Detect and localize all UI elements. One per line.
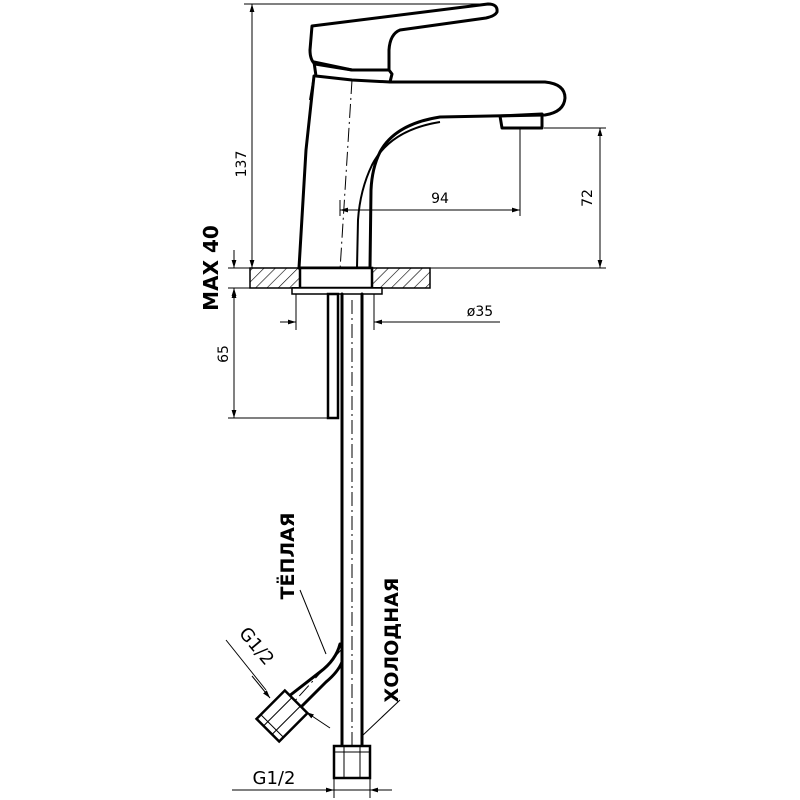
- thread-label-side: G1/2: [234, 623, 278, 669]
- dim-label-94: 94: [431, 191, 449, 207]
- dim-shank-65: [228, 290, 328, 419]
- dim-thread-bottom: [232, 778, 392, 798]
- thread-label-bottom: G1/2: [253, 768, 296, 789]
- label-cold: ХОЛОДНАЯ: [381, 578, 403, 703]
- mounting-shank: [326, 292, 340, 420]
- countertop: [249, 266, 431, 295]
- dim-diameter-35: [280, 294, 500, 330]
- lever-handle: [308, 2, 499, 72]
- leader-cold: [361, 699, 401, 737]
- aerator: [498, 112, 544, 130]
- dim-thread-side: [225, 639, 331, 729]
- spout: [368, 80, 567, 270]
- dim-max-40: [228, 250, 250, 306]
- inner-body-line: [309, 75, 315, 101]
- label-warm: ТЁПЛАЯ: [275, 513, 299, 600]
- body-left: [297, 74, 316, 270]
- cold-hose-nut: [332, 744, 372, 780]
- warm-hose-nut: [254, 688, 310, 744]
- dim-label-72: 72: [580, 189, 596, 207]
- dim-reach-94: [339, 128, 521, 216]
- center-axis: [339, 79, 353, 271]
- leader-warm: [299, 589, 327, 655]
- warm-hose: [282, 642, 344, 710]
- countertop-left: [249, 267, 301, 289]
- dim-label-max-40: MAX 40: [199, 225, 223, 311]
- dim-spout-72: [430, 127, 606, 269]
- inner-waterway: [356, 121, 441, 269]
- countertop-right: [371, 267, 431, 289]
- cold-hose: [340, 292, 364, 750]
- dim-label-diameter: ø35: [467, 304, 493, 320]
- base-flange: [298, 266, 374, 290]
- faucet-body: [297, 2, 567, 270]
- dim-label-65: 65: [216, 345, 232, 363]
- handle-collar: [312, 60, 394, 84]
- dim-height-137: [244, 3, 488, 268]
- dim-label-137: 137: [234, 151, 250, 178]
